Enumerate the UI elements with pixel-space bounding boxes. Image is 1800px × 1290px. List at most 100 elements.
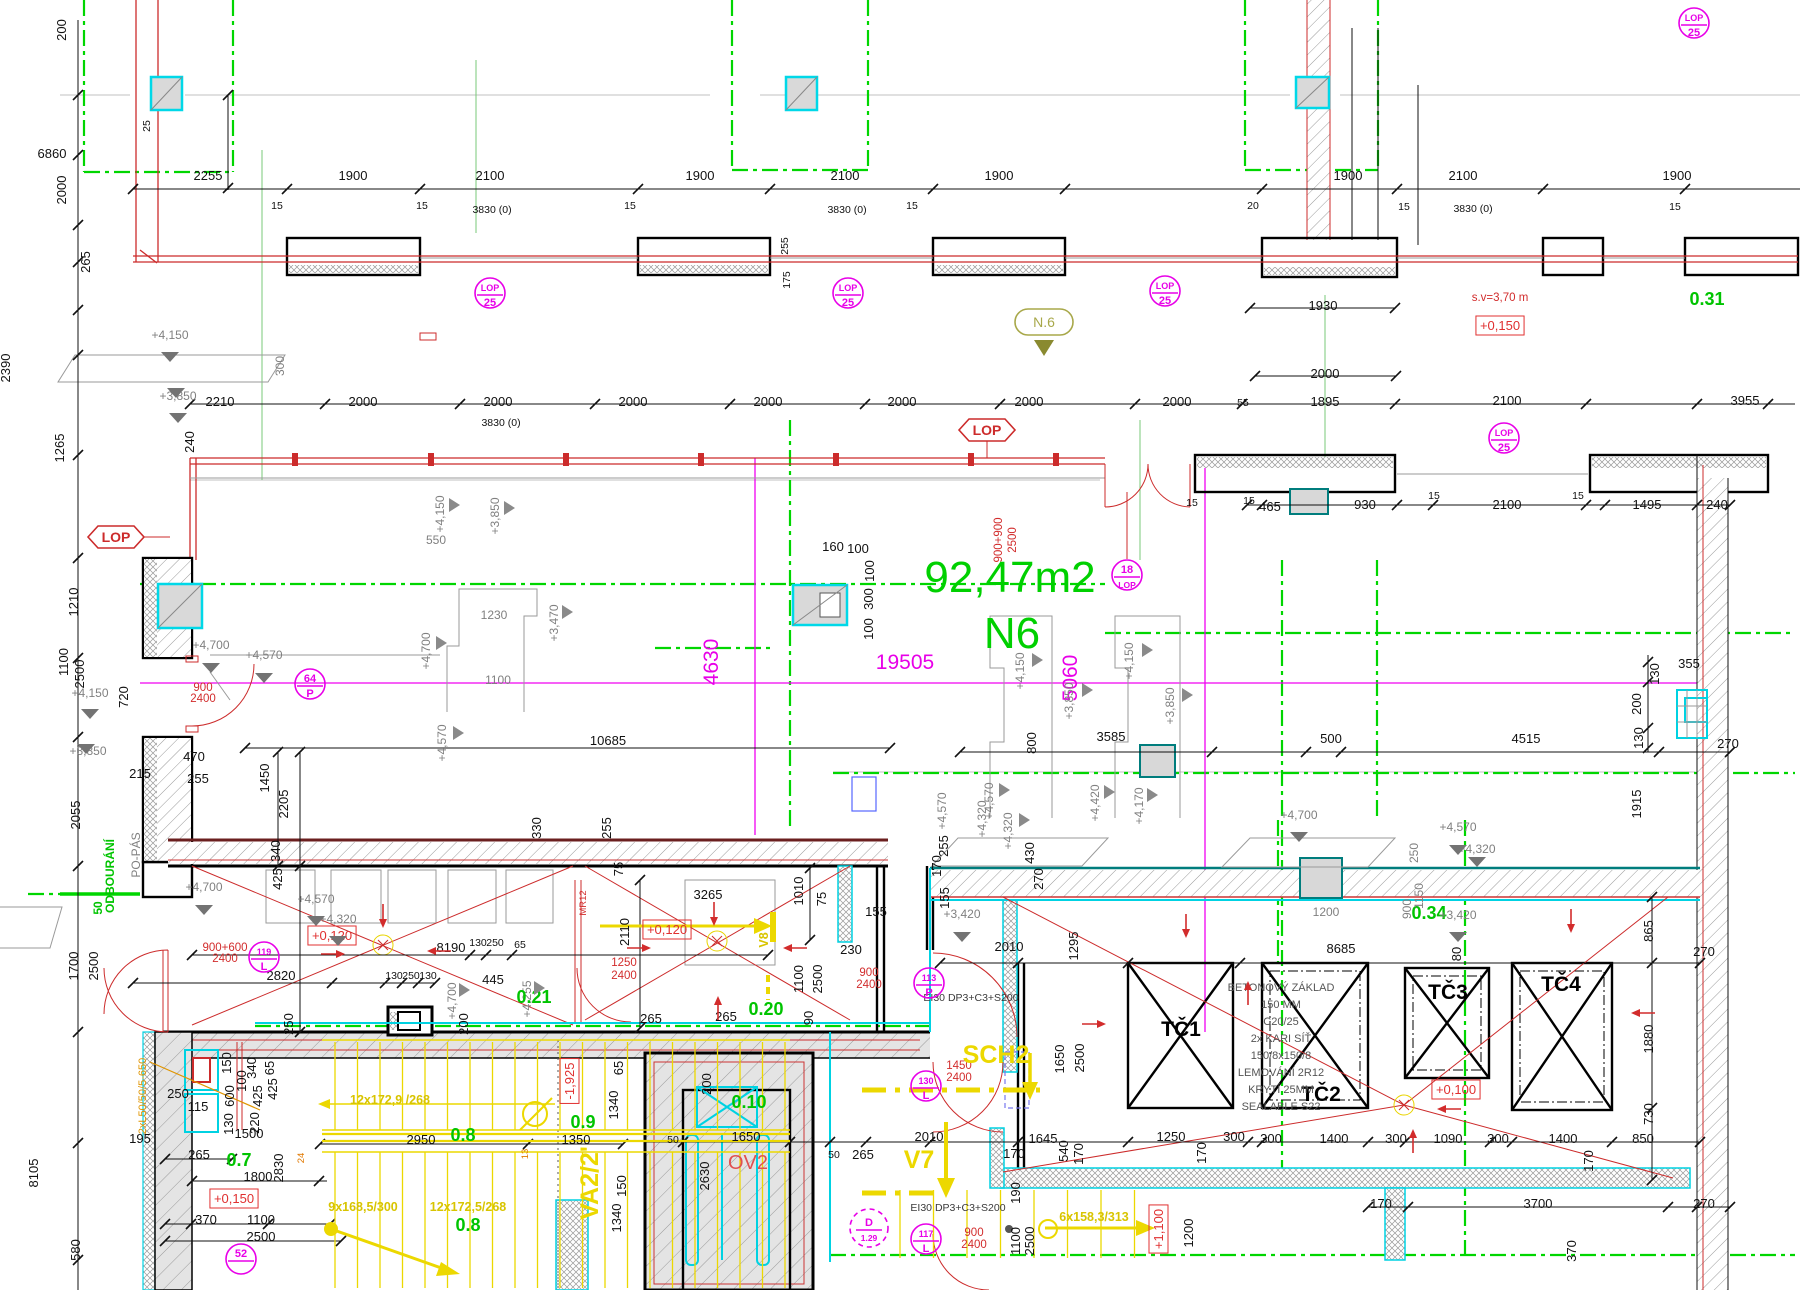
- svg-text:465: 465: [1259, 499, 1281, 514]
- label-redbox: +0,100: [1431, 1079, 1481, 1100]
- svg-text:300: 300: [1487, 1131, 1509, 1146]
- label-grn: 0.8: [455, 1215, 480, 1235]
- marker-bubble-64: 64P: [294, 668, 326, 700]
- wc-fixtures: [184, 1049, 219, 1133]
- label-ds: 15: [906, 200, 918, 212]
- svg-text:1295: 1295: [1066, 932, 1081, 961]
- svg-text:24: 24: [296, 1153, 307, 1164]
- svg-text:2500: 2500: [1022, 1227, 1037, 1256]
- svg-text:15: 15: [416, 200, 428, 212]
- label-ds: 15: [1186, 497, 1198, 509]
- label-g: +4,700: [445, 982, 459, 1019]
- label-grn: 0.7: [226, 1150, 251, 1170]
- label-ds: 15: [1669, 201, 1681, 213]
- svg-text:+4,570: +4,570: [935, 792, 949, 829]
- svg-text:+4,700: +4,700: [192, 638, 229, 652]
- svg-text:+4,150: +4,150: [1122, 642, 1136, 679]
- label-d: 2500: [1072, 1044, 1087, 1073]
- label-d: 300: [1385, 1131, 1407, 1146]
- svg-text:3700: 3700: [1524, 1196, 1553, 1211]
- label-dk2: BETONOVÝ ZÁKLAD: [1228, 981, 1335, 994]
- svg-text:150: 150: [614, 1175, 629, 1197]
- svg-text:4630: 4630: [700, 639, 723, 686]
- elevation-marker: [1290, 832, 1308, 842]
- facade-south: [189, 453, 1770, 560]
- svg-text:1100: 1100: [247, 1212, 275, 1227]
- elevation-marker-rot: [1182, 688, 1193, 702]
- label-d: 500: [1320, 731, 1342, 746]
- label-d: 8190: [437, 940, 466, 955]
- label-g: +4,700: [192, 638, 229, 652]
- svg-text:0.20: 0.20: [748, 999, 783, 1019]
- label-dk2: 150 MM: [1261, 999, 1301, 1011]
- svg-text:100: 100: [847, 541, 869, 556]
- label-d: 1900: [1663, 168, 1692, 183]
- label-grn2: 50: [91, 901, 105, 915]
- svg-text:0.9: 0.9: [570, 1112, 595, 1132]
- svg-text:1400: 1400: [1320, 1131, 1349, 1146]
- label-d: 2010: [995, 939, 1024, 954]
- svg-text:2390: 2390: [0, 354, 13, 383]
- label-d: 1900: [339, 168, 368, 183]
- svg-text:1090: 1090: [1434, 1131, 1463, 1146]
- wall-band-top: [133, 236, 1800, 279]
- label-d: 445: [482, 972, 504, 987]
- svg-text:5060: 5060: [1059, 655, 1082, 702]
- label-yelB: VA2/2': [576, 1146, 604, 1220]
- flow-arrow: [1567, 909, 1575, 933]
- elevation-marker-rot: [1104, 785, 1115, 799]
- label-redbox: -1,925: [559, 1058, 580, 1104]
- label-d: 2255: [194, 168, 223, 183]
- label-g: 1200: [1313, 905, 1340, 919]
- svg-text:65: 65: [514, 939, 526, 951]
- label-d: 1090: [1434, 1131, 1463, 1146]
- elevation-marker: [1468, 857, 1486, 867]
- svg-text:+4,700: +4,700: [185, 880, 222, 894]
- svg-text:300: 300: [861, 588, 876, 610]
- label-d: 240: [1706, 497, 1728, 512]
- svg-text:730: 730: [1641, 1103, 1656, 1125]
- svg-text:15: 15: [1398, 201, 1410, 213]
- label-d: 340: [244, 1057, 259, 1079]
- svg-text:LOP: LOP: [1685, 13, 1704, 23]
- label-d: 6860: [38, 146, 67, 161]
- label-g: +4,320: [319, 912, 356, 926]
- label-d: 195: [129, 1131, 151, 1146]
- svg-text:1450: 1450: [257, 764, 272, 793]
- label-ds: 50: [828, 1149, 840, 1161]
- label-d: 2950: [407, 1132, 436, 1147]
- elevation-marker: [161, 352, 179, 362]
- svg-text:+3,850: +3,850: [1062, 682, 1076, 719]
- label-d: 200: [1629, 693, 1644, 715]
- elevation-marker: [307, 916, 325, 926]
- svg-text:2xL50/50/5-650: 2xL50/50/5-650: [137, 1058, 149, 1134]
- svg-text:15: 15: [271, 200, 283, 212]
- label-d: 1900: [686, 168, 715, 183]
- elevation-marker: [169, 413, 187, 423]
- svg-text:255: 255: [599, 817, 614, 839]
- svg-text:+3,850: +3,850: [1163, 687, 1177, 724]
- label-d: 2100: [831, 168, 860, 183]
- svg-text:150: 150: [219, 1052, 234, 1074]
- svg-text:2830: 2830: [271, 1154, 286, 1183]
- label-g: 1230: [481, 608, 508, 622]
- label-d: 1100: [56, 648, 71, 676]
- svg-text:+4,255: +4,255: [520, 980, 534, 1017]
- svg-text:155: 155: [937, 887, 952, 909]
- svg-text:100: 100: [862, 560, 877, 582]
- svg-text:N6: N6: [984, 609, 1040, 658]
- label-d: 65: [262, 1061, 277, 1075]
- column-grid-top: [149, 75, 1331, 112]
- label-d: 1295: [1066, 932, 1081, 961]
- elevation-marker-rot: [1019, 813, 1030, 827]
- svg-text:6x158,3/313: 6x158,3/313: [1059, 1210, 1129, 1224]
- svg-text:2010: 2010: [995, 939, 1024, 954]
- svg-text:12x172,5/268: 12x172,5/268: [430, 1200, 507, 1214]
- label-d: 720: [116, 686, 131, 708]
- svg-text:200: 200: [456, 1013, 471, 1035]
- label-d: 100: [234, 1070, 249, 1092]
- svg-text:300: 300: [1260, 1131, 1282, 1146]
- elevation-marker-rot: [534, 981, 545, 995]
